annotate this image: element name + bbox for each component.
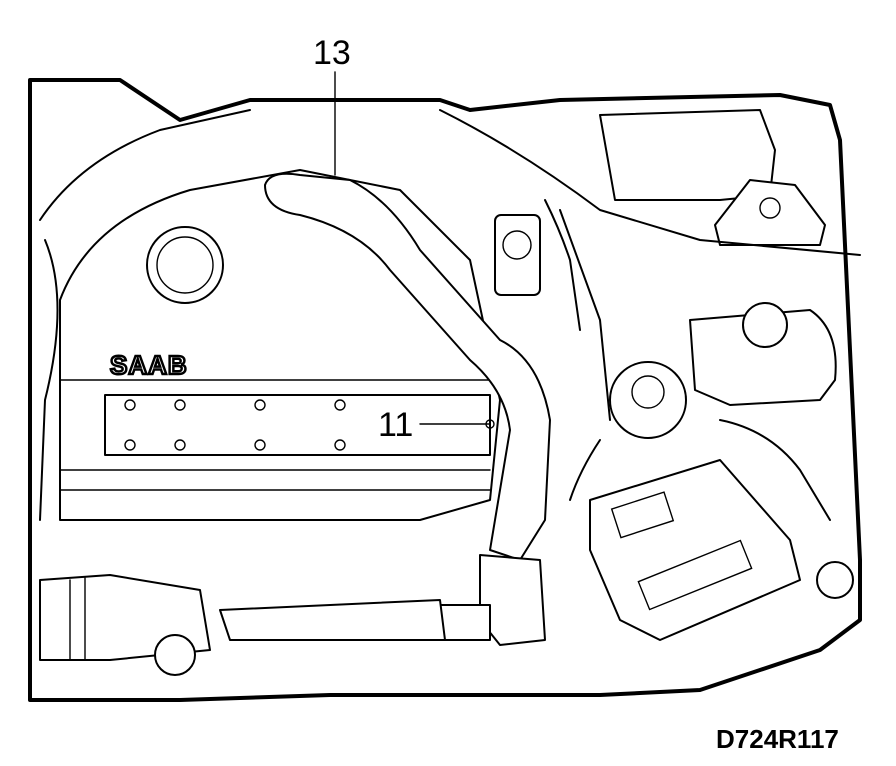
cam-cover-plate <box>104 394 491 456</box>
fluid-reservoir <box>494 214 541 296</box>
battery <box>589 459 801 641</box>
coolant-reservoir <box>689 309 837 406</box>
intake-hose <box>264 172 551 561</box>
oil-filler-cap <box>146 226 224 304</box>
saab-logo: SAAB <box>110 350 188 380</box>
callout-11: 11 <box>378 406 413 444</box>
strut-mount <box>714 179 826 246</box>
callout-13: 13 <box>313 34 351 72</box>
steering-reservoir <box>609 361 687 439</box>
lower-hose <box>219 599 446 641</box>
engine-bay-outline <box>28 78 862 702</box>
figure-id: D724R117 <box>716 724 839 754</box>
valve-cover <box>59 169 501 521</box>
